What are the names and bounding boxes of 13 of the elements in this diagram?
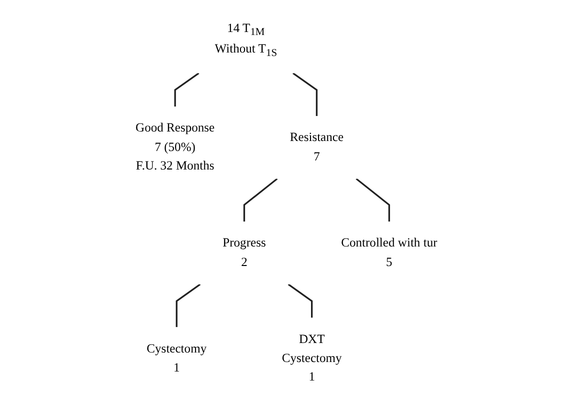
connector (355, 178, 390, 222)
node-text: Progress 2 (222, 236, 266, 269)
node-text: DXT Cystectomy 1 (281, 332, 342, 384)
connector (175, 284, 200, 328)
connector (243, 178, 278, 222)
node-text: Controlled with tur 5 (340, 236, 437, 269)
connector (174, 72, 199, 107)
node-text: Resistance 7 (289, 131, 344, 164)
connector (292, 72, 318, 116)
connector (287, 284, 312, 318)
node-text: Cystectomy 1 (146, 342, 206, 374)
node-text: 14 T$_{1M}$ Without T$_{1S}$ (214, 22, 277, 58)
node-text: Good Response 7 (50%) F.U. 32 Months (135, 122, 214, 173)
